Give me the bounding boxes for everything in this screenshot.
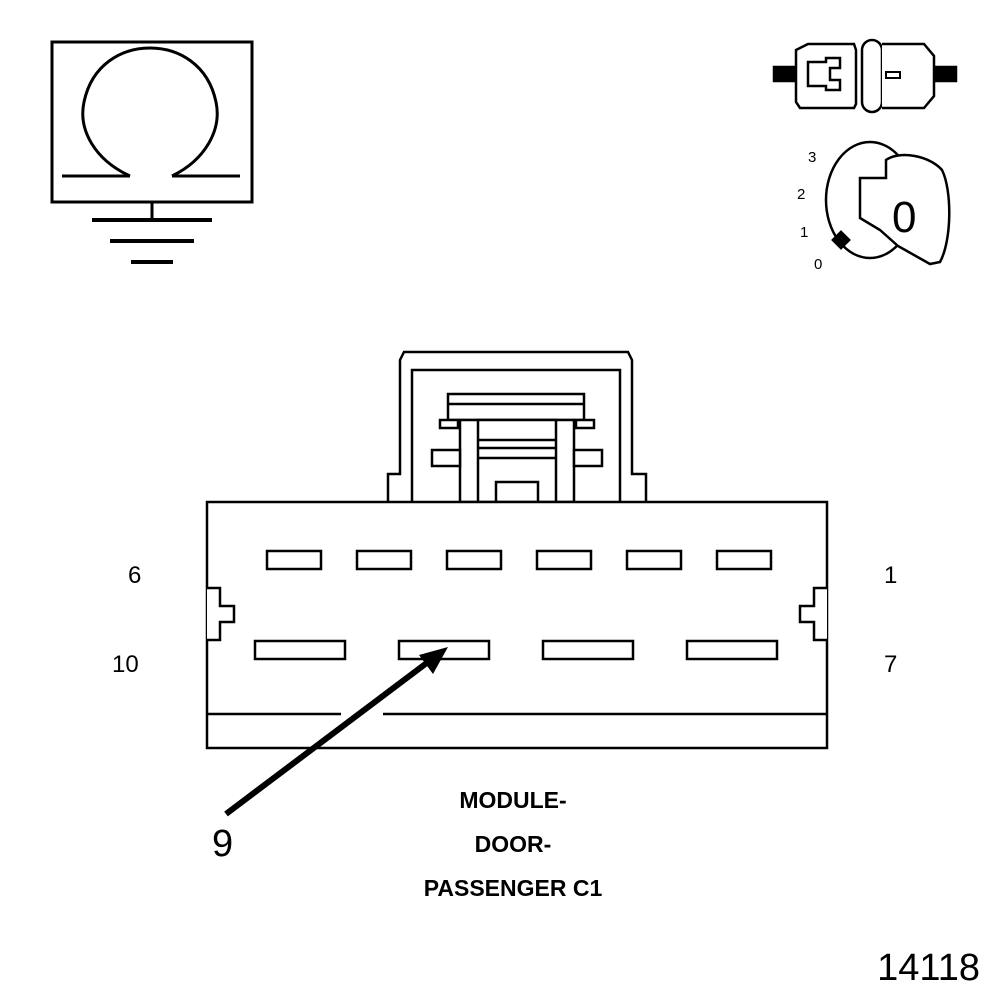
connector-c1 bbox=[205, 350, 829, 750]
top-pin-cavity-4 bbox=[535, 549, 593, 571]
figure-number: 14118 bbox=[877, 947, 980, 989]
female-connector-body bbox=[882, 42, 936, 110]
callout-pin-label: 9 bbox=[212, 823, 233, 865]
male-connector-latch bbox=[806, 56, 842, 92]
lock-tab-side-left bbox=[430, 448, 462, 468]
pin-label-1: 1 bbox=[884, 562, 897, 589]
ohm-ground-icon bbox=[50, 40, 254, 264]
ignition-position-2: 2 bbox=[797, 186, 805, 203]
bottom-pin-cavity-3 bbox=[541, 639, 635, 661]
wire-stub-right bbox=[934, 65, 958, 83]
ignition-key-icon: 3 2 1 0 0 bbox=[797, 140, 951, 273]
caption-line-2: DOOR- bbox=[475, 831, 552, 857]
ignition-key-head bbox=[858, 153, 951, 266]
pin-label-6: 6 bbox=[128, 562, 141, 589]
side-key-left bbox=[207, 586, 236, 642]
omega-symbol bbox=[81, 46, 219, 178]
caption-line-1: MODULE- bbox=[459, 787, 566, 813]
ignition-position-1: 1 bbox=[800, 224, 808, 241]
bottom-pin-cavity-1 bbox=[253, 639, 347, 661]
connector-body bbox=[205, 500, 829, 750]
lock-tab-bar bbox=[446, 392, 586, 422]
female-connector-slot bbox=[885, 71, 901, 79]
connector-disconnect-icon bbox=[772, 38, 958, 114]
lock-tab-side-right bbox=[572, 448, 604, 468]
pin-label-7: 7 bbox=[884, 651, 897, 678]
lock-tab-ear-left bbox=[438, 418, 460, 430]
ignition-position-3: 3 bbox=[808, 149, 816, 166]
top-row-pins bbox=[265, 549, 773, 571]
lock-tab-window bbox=[494, 480, 540, 504]
side-key-right bbox=[798, 586, 827, 642]
caption-line-3: PASSENGER C1 bbox=[424, 875, 603, 901]
male-connector-half bbox=[794, 42, 858, 110]
pin-label-10: 10 bbox=[112, 651, 139, 678]
top-pin-cavity-3 bbox=[445, 549, 503, 571]
top-pin-cavity-1 bbox=[265, 549, 323, 571]
ignition-position-0: 0 bbox=[814, 256, 822, 273]
lock-tab-ear-right bbox=[574, 418, 596, 430]
wire-stub-left bbox=[772, 65, 798, 83]
top-pin-cavity-6 bbox=[715, 549, 773, 571]
callout-arrow bbox=[224, 647, 448, 817]
top-pin-cavity-5 bbox=[625, 549, 683, 571]
bottom-pin-cavity-4 bbox=[685, 639, 779, 661]
female-connector-ring bbox=[860, 38, 884, 114]
callout-arrow-head bbox=[419, 647, 448, 674]
ignition-key-glyph: 0 bbox=[892, 193, 916, 242]
top-pin-cavity-2 bbox=[355, 549, 413, 571]
callout-arrow-shaft bbox=[224, 659, 430, 817]
